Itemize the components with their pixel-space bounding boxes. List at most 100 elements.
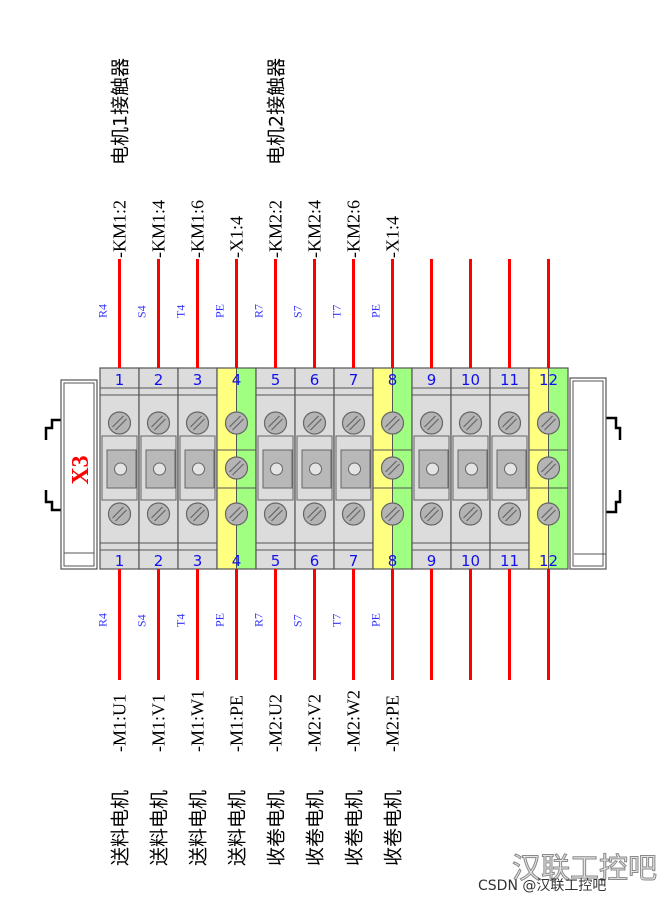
terminal-7: 77 (333, 259, 374, 680)
clamp-hole (192, 462, 205, 476)
screw-head (458, 411, 483, 435)
screw-slot (271, 509, 283, 522)
screw-icon (341, 411, 366, 435)
wire-label-bottom: PE (213, 613, 227, 627)
top-target-label: -KM1:2 (110, 200, 130, 258)
watermark-caption: CSDN @汉联工控吧 (478, 878, 606, 894)
wire-label-top: S7 (291, 305, 305, 318)
screw-head (224, 456, 249, 480)
terminal-number-bottom: 11 (500, 552, 519, 570)
screw-slot (385, 506, 397, 519)
screw-slot (229, 506, 241, 519)
screw-slot (232, 509, 244, 522)
screw-icon (458, 411, 483, 435)
screw-slot (505, 509, 517, 522)
screw-icon (497, 502, 522, 526)
terminal-number-bottom: 6 (310, 552, 320, 570)
bottom-target-label: -M2:V2 (305, 694, 325, 752)
terminal-number-bottom: 10 (461, 552, 480, 570)
terminal-6: 66 (294, 259, 335, 680)
terminal-1: 11 (99, 259, 140, 680)
screw-slot (544, 509, 556, 522)
screw-icon (302, 411, 327, 435)
labels: R4-KM1:2R4-M1:U1送料电机S4-KM1:4S4-M1:V1送料电机… (96, 58, 405, 866)
wire-label-bottom: T7 (330, 614, 344, 627)
screw-head (341, 411, 366, 435)
clamp-hole (309, 462, 322, 476)
screw-head (380, 456, 405, 480)
screw-slot (115, 509, 127, 522)
screw-icon (224, 411, 249, 435)
clamp-frame (179, 435, 216, 501)
group-label: 电机1接触器 (110, 58, 132, 165)
screw-slot (232, 463, 244, 476)
screw-slot (151, 506, 163, 519)
left-din-clip (44, 418, 62, 512)
screw-head (107, 411, 132, 435)
screw-head (146, 411, 171, 435)
wire-label-top: S4 (135, 305, 149, 318)
wire-label-bottom: S7 (291, 614, 305, 627)
wire-label-top: PE (369, 304, 383, 318)
screw-slot (307, 506, 319, 519)
terminal-number-top: 5 (271, 371, 281, 389)
terminal-number-bottom: 4 (232, 552, 242, 570)
screw-slot (190, 506, 202, 519)
group-label: 电机2接触器 (266, 58, 288, 165)
screw-icon (536, 456, 561, 480)
clamp-frame (296, 435, 333, 501)
clamp-frame (335, 435, 372, 501)
clamp-hole (426, 462, 439, 476)
end-plates (44, 377, 622, 570)
bottom-description-label: 收卷电机 (344, 790, 366, 866)
watermark: 汉联工控吧 CSDN @汉联工控吧 (478, 851, 658, 895)
screw-head (263, 411, 288, 435)
screw-slot (544, 418, 556, 431)
terminal-number-top: 1 (115, 371, 125, 389)
screw-icon (107, 411, 132, 435)
wire-label-top: T4 (174, 305, 188, 318)
terminal-number-top: 7 (349, 371, 359, 389)
screw-icon (419, 502, 444, 526)
screw-slot (385, 415, 397, 428)
bottom-description-label: 收卷电机 (305, 790, 327, 866)
screw-head (185, 502, 210, 526)
bottom-description-label: 送料电机 (149, 790, 171, 866)
terminal-number-top: 2 (154, 371, 164, 389)
screw-slot (388, 463, 400, 476)
clamp-frame (101, 435, 138, 501)
terminal-number-top: 10 (461, 371, 480, 389)
screw-slot (112, 415, 124, 428)
screw-slot (151, 415, 163, 428)
screw-icon (224, 502, 249, 526)
wire-label-top: T7 (330, 305, 344, 318)
screw-slot (271, 418, 283, 431)
terminal-number-top: 11 (500, 371, 519, 389)
screw-slot (268, 506, 280, 519)
left-end-plate (60, 379, 98, 570)
wire-label-bottom: R4 (96, 613, 110, 627)
screw-icon (146, 411, 171, 435)
wire-label-top: R4 (96, 304, 110, 318)
screw-head (536, 456, 561, 480)
screw-slot (154, 418, 166, 431)
right-din-clip (606, 416, 622, 514)
screw-head (224, 411, 249, 435)
wire-label-bottom: R7 (252, 613, 266, 627)
terminal-number-bottom: 7 (349, 552, 359, 570)
terminal-number-top: 8 (388, 371, 398, 389)
clamp-frame (491, 435, 528, 501)
clamp-frame (140, 435, 177, 501)
terminal-number-bottom: 8 (388, 552, 398, 570)
clamp-hole (114, 462, 127, 476)
screw-slot (424, 415, 436, 428)
screw-slot (229, 460, 241, 473)
bottom-target-label: -M2:U2 (266, 694, 286, 752)
screw-slot (310, 509, 322, 522)
top-target-label: -KM2:6 (344, 200, 364, 258)
screw-slot (112, 506, 124, 519)
bottom-description-label: 送料电机 (188, 790, 210, 866)
